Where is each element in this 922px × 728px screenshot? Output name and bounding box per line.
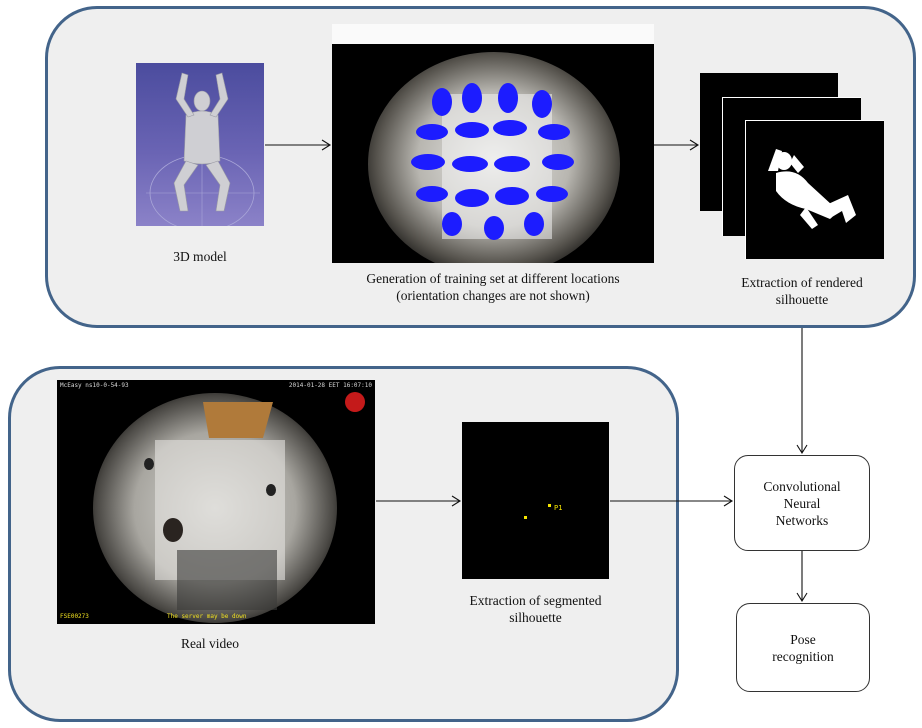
pose-line1: Pose	[790, 631, 816, 647]
segmented-point-2	[548, 504, 551, 507]
segmented-silhouette-image: P1	[462, 422, 609, 579]
training-set-image	[332, 24, 654, 263]
video-overlay-bottom-mid: The server may be down	[167, 613, 247, 620]
arrow-model-to-training	[265, 139, 332, 151]
segmented-caption-line1: Extraction of segmented	[469, 593, 602, 608]
segmented-caption-line2: silhouette	[509, 610, 562, 625]
video-caption: Real video	[180, 636, 240, 651]
video-overlay-bottom-left: FSE00273	[60, 613, 89, 620]
segmented-caption: Extraction of segmented silhouette	[432, 592, 639, 626]
training-caption-line1: Generation of training set at different …	[366, 271, 620, 286]
arrow-video-to-segmented	[376, 495, 462, 507]
rendered-caption: Extraction of rendered silhouette	[712, 274, 892, 308]
rendered-silhouette-front	[745, 120, 884, 259]
segmented-label: P1	[554, 504, 563, 512]
pose-line2: recognition	[772, 648, 834, 664]
training-caption: Generation of training set at different …	[300, 270, 686, 304]
segmented-point-1	[524, 516, 527, 519]
training-caption-line2: (orientation changes are not shown)	[396, 288, 590, 303]
rendered-caption-line1: Extraction of rendered	[741, 275, 863, 290]
3d-model-image	[136, 63, 264, 226]
arrow-rendered-to-cnn	[796, 328, 808, 455]
arrow-training-to-rendered	[654, 139, 700, 151]
model-caption: 3D model	[173, 249, 227, 264]
cnn-line2: Neural	[783, 495, 821, 511]
cnn-node: Convolutional Neural Networks	[734, 455, 870, 551]
video-overlay-top-left: McEasy ns10-0-54-93	[60, 382, 129, 389]
real-video-image: McEasy ns10-0-54-93 2014-01-28 EET 16:07…	[57, 380, 375, 624]
rendered-caption-line2: silhouette	[775, 292, 829, 307]
arrow-cnn-to-pose	[796, 551, 808, 603]
cnn-line3: Networks	[775, 512, 829, 528]
video-overlay-top-right: 2014-01-28 EET 16:07:10	[288, 382, 372, 389]
cnn-line1: Convolutional	[763, 478, 841, 494]
arrow-segmented-to-cnn	[610, 495, 734, 507]
pose-recognition-node: Pose recognition	[736, 603, 870, 692]
